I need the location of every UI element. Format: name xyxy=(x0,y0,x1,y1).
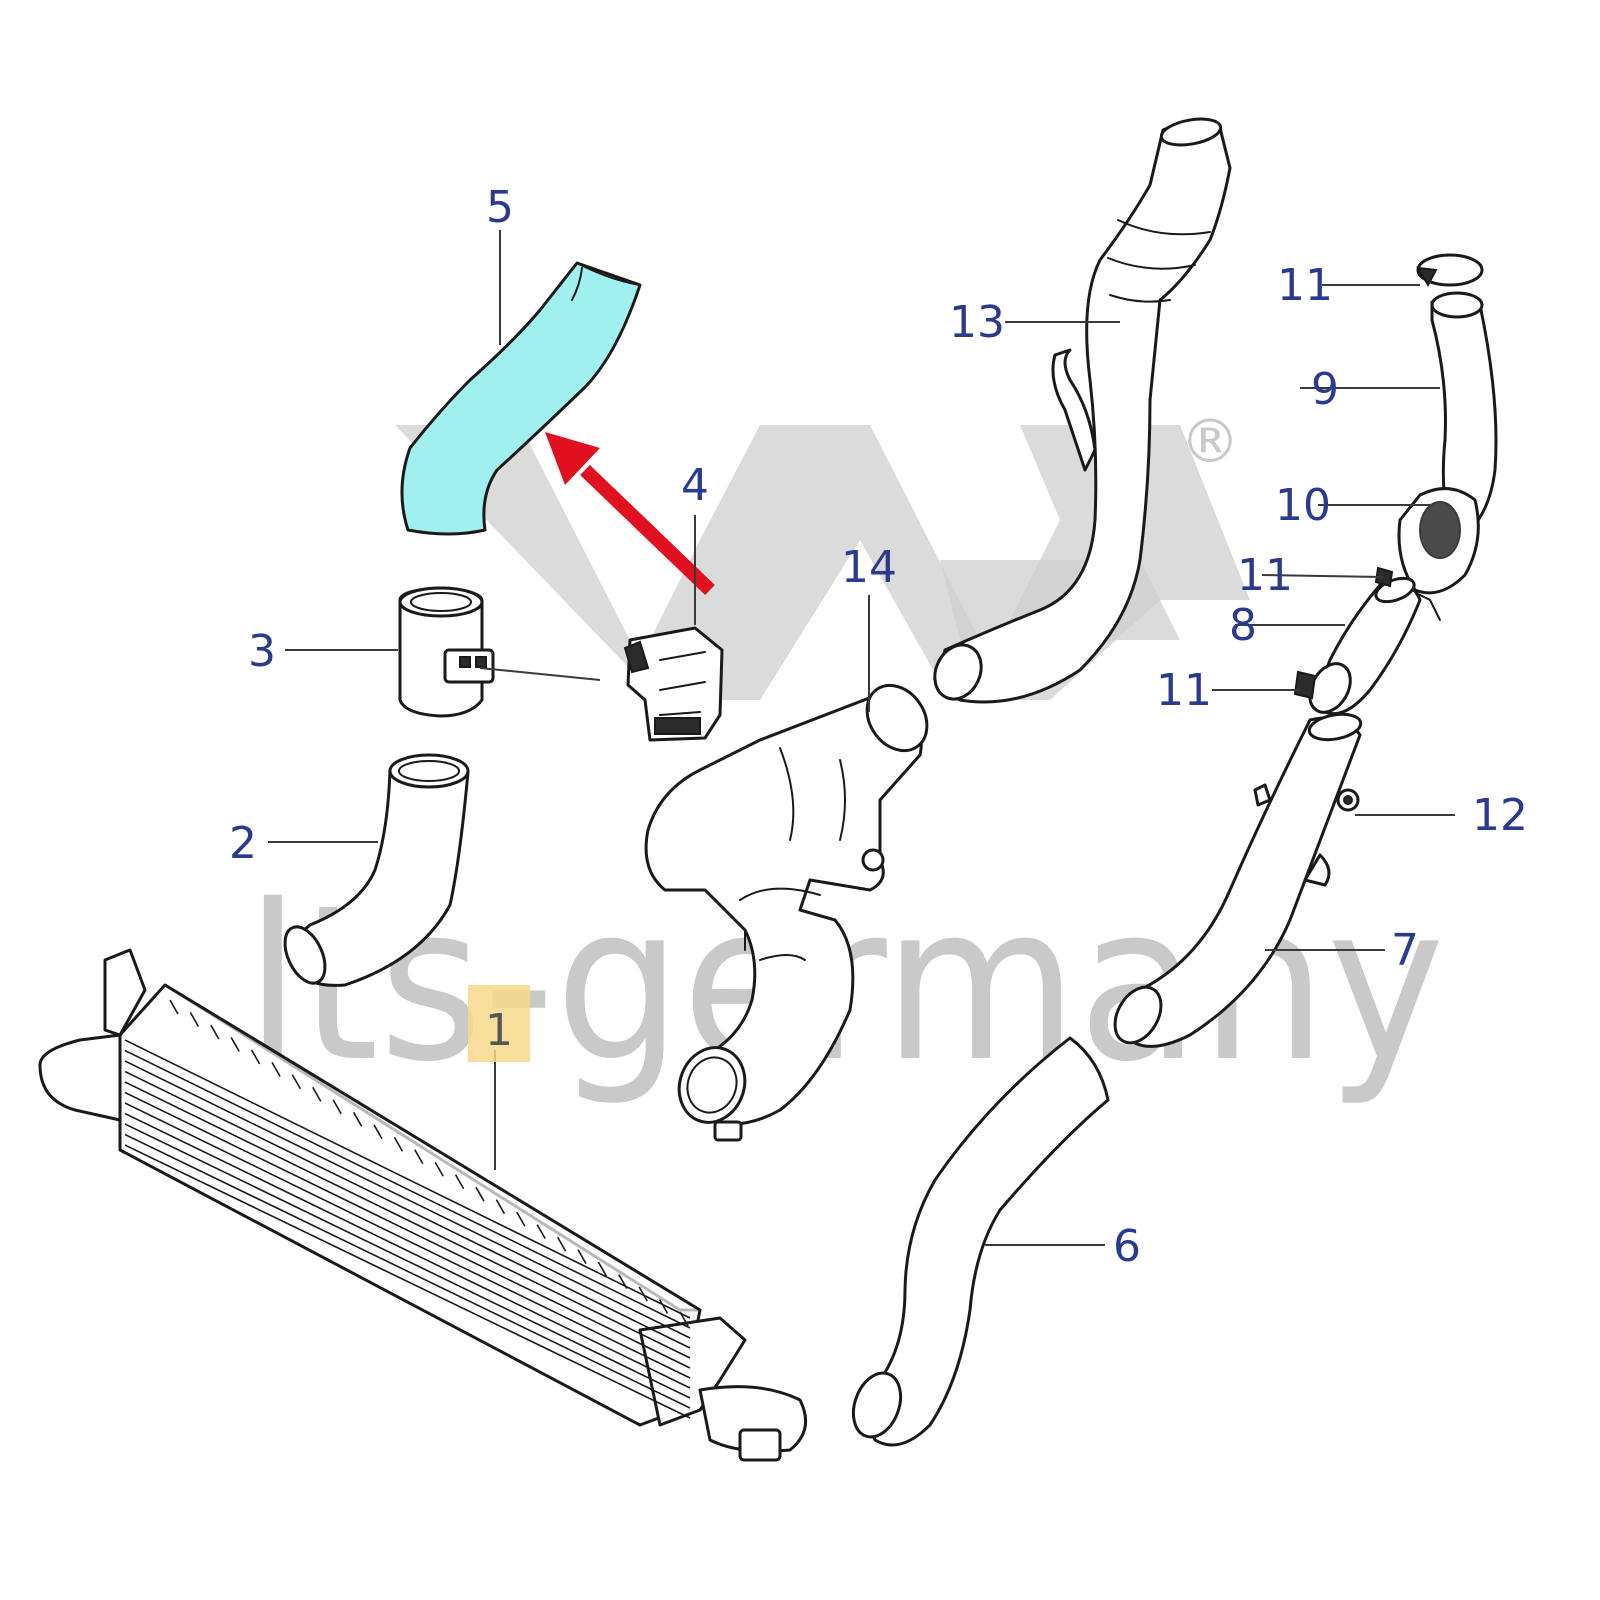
callout-12[interactable]: 12 xyxy=(1472,790,1528,841)
intercooler-fin xyxy=(124,1102,691,1379)
intercooler-fin xyxy=(124,1144,691,1419)
intercooler-fin xyxy=(124,1070,691,1349)
part-7-pipe[interactable] xyxy=(1106,711,1363,1051)
part-13-hose[interactable] xyxy=(926,115,1232,707)
intercooler-fin-top xyxy=(291,1074,302,1090)
intercooler-fin-top xyxy=(414,1149,424,1165)
part-4-sensor[interactable] xyxy=(623,626,724,742)
intercooler-fin xyxy=(124,1039,691,1319)
intercooler-fin xyxy=(124,1081,691,1359)
callout-labels: 1 2 3 4 5 6 7 8 9 10 11 11 11 12 13 14 xyxy=(229,182,1528,1272)
registered-mark: ® xyxy=(1180,407,1240,477)
intercooler-fin-top xyxy=(434,1161,444,1177)
callout-4[interactable]: 4 xyxy=(681,460,709,511)
intercooler-fin xyxy=(124,1091,691,1369)
callout-7[interactable]: 7 xyxy=(1391,925,1419,976)
intercooler-fin-top xyxy=(516,1211,526,1227)
leader-lines xyxy=(268,230,1455,1246)
part-6-hose[interactable] xyxy=(845,1036,1110,1447)
intercooler-fin xyxy=(124,1049,691,1329)
callout-9[interactable]: 9 xyxy=(1311,364,1339,415)
callout-13[interactable]: 13 xyxy=(949,297,1005,348)
intercooler-fin-top xyxy=(495,1199,506,1215)
callout-1-highlight-box xyxy=(468,985,530,1062)
intercooler-fin-top xyxy=(475,1186,485,1202)
part-9-hose[interactable] xyxy=(1430,291,1498,532)
part-8-hose[interactable] xyxy=(1301,574,1422,720)
part-2-hose[interactable] xyxy=(277,753,470,989)
part-12-nut[interactable] xyxy=(1336,788,1360,812)
intercooler-fin-top xyxy=(312,1086,322,1102)
intercooler-fin-top xyxy=(454,1174,465,1190)
intercooler-fin xyxy=(124,1112,691,1389)
callout-14[interactable]: 14 xyxy=(841,542,897,593)
intercooler-fin-top xyxy=(638,1286,648,1302)
intercooler-fin-top xyxy=(373,1124,383,1140)
intercooler-fin xyxy=(124,1133,691,1409)
callout-11-top[interactable]: 11 xyxy=(1277,260,1333,311)
intercooler-fin-top xyxy=(679,1311,689,1327)
callout-8[interactable]: 8 xyxy=(1229,600,1257,651)
intercooler-fin-top xyxy=(332,1099,342,1115)
callout-2[interactable]: 2 xyxy=(229,818,257,869)
intercooler-fin-top xyxy=(618,1274,628,1289)
callout-1[interactable]: 1 xyxy=(485,1005,513,1056)
intercooler-fin-top xyxy=(271,1062,281,1077)
intercooler-fin-top xyxy=(230,1037,240,1052)
part-14-pipe[interactable] xyxy=(644,674,939,1142)
intercooler-fin xyxy=(124,1123,691,1399)
intercooler-fin xyxy=(124,1060,691,1339)
intercooler-fin-top xyxy=(352,1111,363,1127)
intercooler-fin-top xyxy=(556,1236,567,1252)
intercooler-fin-top xyxy=(189,1012,200,1027)
callout-10[interactable]: 10 xyxy=(1275,480,1331,531)
callout-6[interactable]: 6 xyxy=(1113,1221,1141,1272)
intercooler-fin-top xyxy=(577,1249,587,1264)
callout-5[interactable]: 5 xyxy=(486,182,514,233)
intercooler-fin-top xyxy=(393,1136,404,1152)
callout-11-lower[interactable]: 11 xyxy=(1156,665,1212,716)
intercooler-fin-top xyxy=(597,1261,608,1277)
intercooler-fin-top xyxy=(658,1299,669,1314)
part-3-sensor[interactable] xyxy=(398,586,495,718)
part-11-clamp-lower[interactable] xyxy=(1293,670,1317,700)
part-1-intercooler[interactable] xyxy=(38,948,808,1462)
highlight-arrow xyxy=(545,432,715,596)
intercooler-fin-top xyxy=(250,1049,261,1065)
intercooler-fin-top xyxy=(169,999,179,1015)
intercooler-fin-top xyxy=(536,1224,546,1240)
part-10-connector[interactable] xyxy=(1397,487,1480,621)
part-5-hose[interactable] xyxy=(400,261,642,536)
callout-3[interactable]: 3 xyxy=(248,626,276,677)
callout-11-middle[interactable]: 11 xyxy=(1237,550,1293,601)
intercooler-fin-top xyxy=(210,1024,220,1040)
part-11-clamp-top[interactable] xyxy=(1416,253,1484,288)
